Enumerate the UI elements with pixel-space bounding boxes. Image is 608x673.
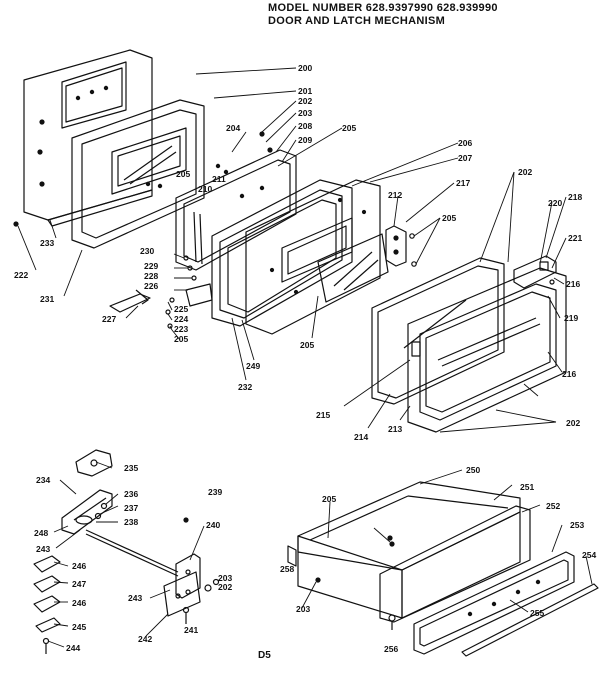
label-248: 248 — [34, 528, 48, 538]
label-258: 258 — [280, 564, 294, 574]
label-229: 229 — [144, 261, 158, 271]
label-246b: 246 — [72, 598, 86, 608]
label-215: 215 — [316, 410, 330, 420]
diagram-title: DOOR AND LATCH MECHANISM — [268, 15, 446, 27]
label-200: 200 — [298, 63, 312, 73]
label-241: 241 — [184, 625, 198, 635]
label-207: 207 — [458, 153, 472, 163]
label-204: 204 — [226, 123, 240, 133]
storage-drawer — [287, 481, 521, 619]
label-201: 201 — [298, 86, 312, 96]
label-234: 234 — [36, 475, 50, 485]
drawer-screw — [388, 614, 396, 630]
label-253: 253 — [570, 520, 584, 530]
label-203: 203 — [298, 108, 312, 118]
label-225: 225 — [174, 304, 188, 314]
label-205d: 205 — [174, 334, 188, 344]
label-236: 236 — [124, 489, 138, 499]
label-213: 213 — [388, 424, 402, 434]
window-glass-large — [371, 257, 505, 405]
label-205e: 205 — [300, 340, 314, 350]
label-216: 216 — [566, 279, 580, 289]
label-252: 252 — [546, 501, 560, 511]
window-glass-small — [317, 233, 389, 303]
label-206: 206 — [458, 138, 472, 148]
label-205c: 205 — [442, 213, 456, 223]
label-203b: 203 — [218, 573, 232, 583]
latch-mechanism — [33, 449, 220, 654]
label-224: 224 — [174, 314, 188, 324]
hinge-bracket — [385, 225, 407, 267]
label-245: 245 — [72, 622, 86, 632]
label-211: 211 — [212, 174, 226, 184]
label-239: 239 — [208, 487, 222, 497]
leader-lines — [17, 67, 593, 648]
label-255: 255 — [530, 608, 544, 618]
label-223: 223 — [174, 324, 188, 334]
drawer-trim — [413, 551, 575, 655]
label-243: 243 — [36, 544, 50, 554]
label-244: 244 — [66, 643, 80, 653]
label-231: 231 — [40, 294, 54, 304]
label-238: 238 — [124, 517, 138, 527]
latch-bar — [513, 255, 557, 289]
label-202d: 202 — [218, 582, 232, 592]
label-219: 219 — [564, 313, 578, 323]
door-liner — [71, 99, 205, 249]
label-205: 205 — [342, 123, 356, 133]
label-227: 227 — [102, 314, 116, 324]
label-205f: 205 — [322, 494, 336, 504]
label-214: 214 — [354, 432, 368, 442]
label-249: 249 — [246, 361, 260, 371]
label-246: 246 — [72, 561, 86, 571]
door-frame — [175, 149, 297, 271]
label-242: 242 — [138, 634, 152, 644]
label-202c: 202 — [566, 418, 580, 428]
label-218: 218 — [568, 192, 582, 202]
label-247: 247 — [72, 579, 86, 589]
outer-door-panel — [23, 49, 153, 227]
label-230: 230 — [140, 246, 154, 256]
label-203c: 203 — [296, 604, 310, 614]
label-235: 235 — [124, 463, 138, 473]
label-205b: 205 — [176, 169, 190, 179]
label-221: 221 — [568, 233, 582, 243]
label-210: 210 — [198, 184, 212, 194]
label-202b: 202 — [518, 167, 532, 177]
label-208: 208 — [298, 121, 312, 131]
label-222: 222 — [14, 270, 28, 280]
label-232: 232 — [238, 382, 252, 392]
label-243b: 243 — [128, 593, 142, 603]
label-220: 220 — [548, 198, 562, 208]
inner-door-panel — [245, 179, 381, 335]
trim-strip — [461, 583, 599, 657]
label-209: 209 — [298, 135, 312, 145]
label-217: 217 — [456, 178, 470, 188]
label-240: 240 — [206, 520, 220, 530]
label-233: 233 — [40, 238, 54, 248]
door-inner-stack — [211, 179, 353, 327]
model-number: MODEL NUMBER 628.9397990 628.939990 — [268, 2, 498, 14]
label-202: 202 — [298, 96, 312, 106]
label-226: 226 — [144, 281, 158, 291]
label-256: 256 — [384, 644, 398, 654]
label-251: 251 — [520, 482, 534, 492]
label-250: 250 — [466, 465, 480, 475]
label-212: 212 — [388, 190, 402, 200]
label-216b: 216 — [562, 369, 576, 379]
part-labels: 200 201 202 203 204 208 205 209 206 207 … — [14, 63, 596, 661]
label-228: 228 — [144, 271, 158, 281]
label-254: 254 — [582, 550, 596, 560]
label-237: 237 — [124, 503, 138, 513]
drawer-front — [379, 505, 531, 623]
page-code: D5 — [258, 650, 271, 661]
window-frame — [407, 267, 567, 433]
